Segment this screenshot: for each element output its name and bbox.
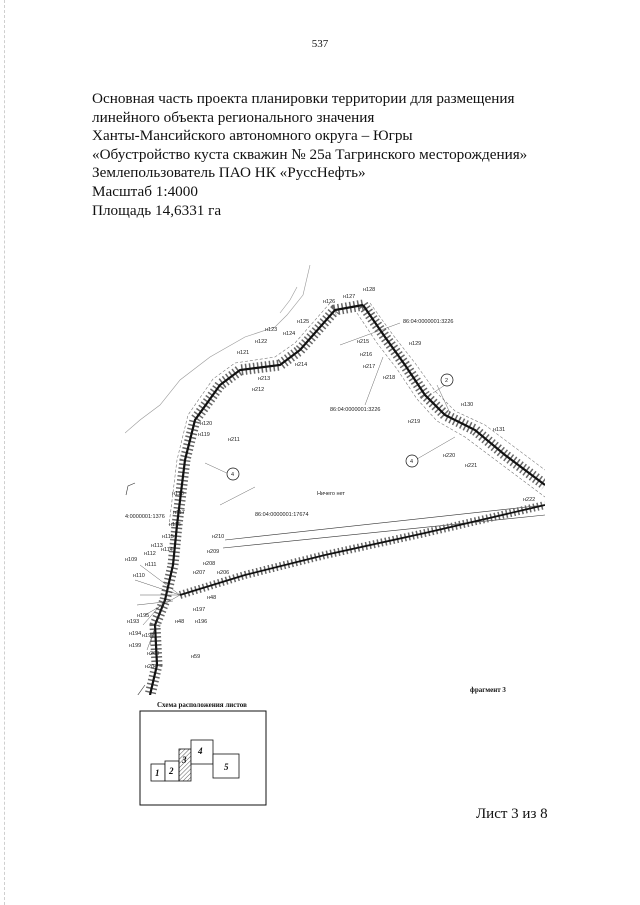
point-label: н210 (212, 534, 224, 540)
point-label: н131 (493, 427, 505, 433)
point-label: н125 (297, 319, 309, 325)
parcel-number-1: 86:04:0000001:3226 (403, 319, 453, 325)
point-label: н208 (203, 561, 215, 567)
boundary-points: н128 н127 н126 н125 н124 н123 н122 н121 … (125, 287, 535, 670)
point-label: н200 (147, 651, 159, 657)
sheet-number-5: 5 (224, 762, 229, 772)
point-label: н215 (357, 339, 369, 345)
point-label: н127 (343, 294, 355, 300)
sheet-layout-scheme: 1 2 3 4 5 (139, 710, 267, 806)
callout-number-3: 4 (231, 472, 234, 478)
point-label: н217 (363, 364, 375, 370)
sheet-number-1: 1 (155, 768, 160, 778)
point-label: н123 (265, 327, 277, 333)
leader-lines (204, 322, 456, 506)
scheme-title: Схема расположения листов (157, 701, 247, 709)
point-label: н59 (191, 654, 200, 660)
callout-number-1: 2 (445, 378, 448, 384)
point-label: н119 (198, 432, 210, 438)
point-label: н121 (237, 350, 249, 356)
heading-line-3: Ханты-Мансийского автономного округа – Ю… (92, 127, 413, 145)
callout-number-2: 4 (410, 459, 413, 465)
point-label: н129 (409, 341, 421, 347)
point-label: н214 (295, 362, 307, 368)
point-label: н111 (145, 562, 156, 568)
sheet-number-4: 4 (197, 746, 203, 756)
heading-line-1: Основная часть проекта планировки террит… (92, 90, 515, 107)
point-label: н204 (145, 664, 157, 670)
page-number: 537 (311, 38, 329, 50)
pipeline-corridor (144, 299, 545, 695)
callout-circle-3 (226, 467, 240, 481)
point-label: н195 (137, 613, 149, 619)
point-label: н213 (258, 376, 270, 382)
point-label: н206 (217, 570, 229, 576)
heading-line-5: Землепользователь ПАО НК «РуссНефть» (92, 164, 366, 182)
point-label: н115 (162, 534, 174, 540)
fragment-label: фрагмент 3 (470, 686, 506, 694)
point-label: н196 (195, 619, 207, 625)
point-label: н124 (283, 331, 295, 337)
point-label: н194 (129, 631, 141, 637)
sheet-box-3 (178, 748, 192, 782)
sheet-box-4 (190, 739, 214, 765)
point-label: н113 (151, 543, 163, 549)
point-label: н114 (161, 547, 173, 553)
callout-circle-2 (405, 454, 419, 468)
point-label: н117 (173, 510, 185, 516)
point-label: н222 (523, 497, 535, 503)
parcel-numbers: 86:04:0000001:3226 86:04:0000001:3226 86… (125, 319, 453, 520)
heading-scale: Масштаб 1:4000 (92, 182, 198, 200)
parcel-number-3: 86:04:0000001:17674 (255, 512, 309, 518)
point-label: н116 (169, 522, 181, 528)
sheet-box-5 (212, 753, 240, 779)
point-label: н211 (228, 437, 240, 443)
point-label: н218 (383, 375, 395, 381)
sheet-number-3: 3 (181, 755, 187, 765)
point-label: н193 (127, 619, 139, 625)
sheet-number-2: 2 (168, 766, 174, 776)
point-label: н109 (125, 557, 137, 563)
callouts: 2 4 4 (226, 373, 454, 481)
parcel-number-4: 4:0000001:1376 (125, 514, 165, 520)
junction-lines (134, 564, 181, 651)
point-label: н199 (129, 643, 141, 649)
heading-line-4: «Обустройство куста скважин № 25а Тагрин… (92, 145, 528, 163)
planning-map: 86:04:0000001:3226 86:04:0000001:3226 86… (125, 265, 545, 695)
point-label: н190 (142, 633, 154, 639)
point-label: н128 (363, 287, 375, 293)
point-label: н112 (144, 551, 156, 557)
point-label: н120 (200, 421, 212, 427)
point-label: н216 (360, 352, 372, 358)
point-label: н130 (461, 402, 473, 408)
point-label: н221 (465, 463, 477, 469)
point-label: н209 (207, 549, 219, 555)
parcel-number-2: 86:04:0000001:3226 (330, 407, 380, 413)
nothing-label: Ничего нет (317, 491, 345, 497)
point-label: н48 (207, 595, 216, 601)
point-label: н122 (255, 339, 267, 345)
callout-circle-1 (440, 373, 454, 387)
point-label: н126 (323, 299, 335, 305)
point-label: н197 (193, 607, 205, 613)
heading-line-2: линейного объекта регионального значения (92, 108, 375, 126)
point-label: н220 (443, 453, 455, 459)
point-label: н212 (252, 387, 264, 393)
point-label: н118 (172, 491, 184, 497)
point-label: н207 (193, 570, 205, 576)
document-heading: Основная часть проекта планировки террит… (92, 90, 592, 220)
sheet-number-label: Лист 3 из 8 (476, 806, 548, 822)
terrain-contours (125, 265, 311, 434)
point-label: н48 (175, 619, 184, 625)
point-label: н219 (408, 419, 420, 425)
heading-area: Площадь 14,6331 га (92, 201, 222, 219)
scan-edge (4, 0, 6, 905)
point-label: н110 (133, 573, 145, 579)
